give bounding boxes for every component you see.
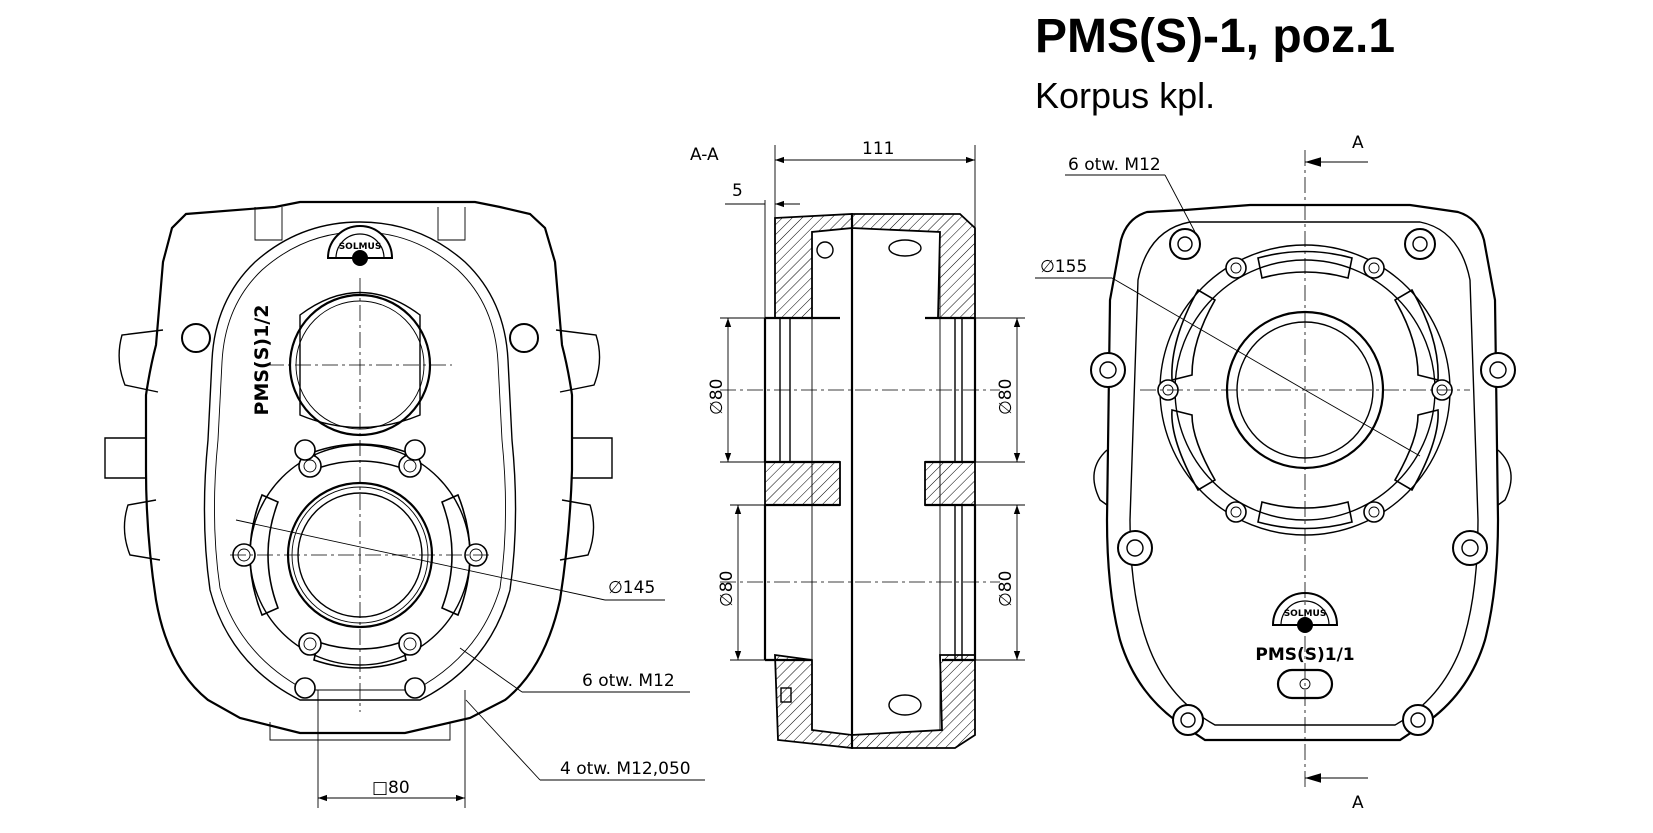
left-logo-text: SOLMUS	[339, 242, 382, 252]
section-mark-top: A	[1352, 133, 1364, 153]
drawing-title: PMS(S)-1, poz.1	[1035, 10, 1395, 63]
left-casting-mark: PMS(S)1/2	[251, 305, 273, 416]
left-view: SOLMUS PMS(S)1/2 ∅145 6 otw. M12 4 otw. …	[104, 200, 705, 808]
section-mark-bottom: A	[1352, 793, 1364, 813]
section-view: A-A 111	[690, 139, 1025, 750]
section-dim-bore-lr: ∅80	[996, 571, 1016, 607]
left-inner-contour	[203, 221, 517, 701]
section-dim-bore-ul: ∅80	[707, 379, 727, 415]
right-dim-holes-6: 6 otw. M12	[1068, 155, 1161, 175]
drawing-subtitle: Korpus kpl.	[1035, 75, 1215, 116]
section-dim-step: 5	[732, 181, 743, 201]
section-dim-width: 111	[862, 139, 894, 159]
right-bolt-holes	[1157, 257, 1453, 523]
left-dim-holes-6: 6 otw. M12	[582, 671, 675, 691]
right-dim-pcd: ∅155	[1040, 257, 1087, 277]
left-casing-outline	[144, 200, 574, 735]
section-left-wall	[774, 213, 853, 319]
section-dim-bore-ur: ∅80	[996, 379, 1016, 415]
left-dim-holes-4: 4 otw. M12,050	[560, 759, 691, 779]
left-logo: SOLMUS	[326, 225, 394, 266]
left-bolt-holes	[232, 439, 488, 699]
section-right-wall	[851, 213, 976, 319]
right-view: SOLMUS PMS(S)1/1 6 otw. M12 ∅155 A A	[1035, 133, 1516, 813]
left-dim-square: □80	[372, 778, 410, 798]
section-label: A-A	[690, 145, 719, 165]
right-casting-mark: PMS(S)1/1	[1255, 645, 1354, 665]
section-dim-bore-ll: ∅80	[717, 571, 737, 607]
left-dim-pcd: ∅145	[608, 578, 655, 598]
